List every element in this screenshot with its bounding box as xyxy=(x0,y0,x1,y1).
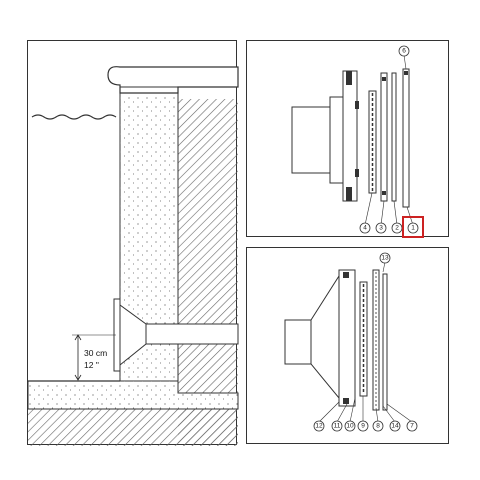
svg-text:2: 2 xyxy=(395,225,399,232)
exploded-view-bottom-panel: 13 12 11 10 9 8 14 7 xyxy=(246,247,449,444)
soil-hatch-right xyxy=(178,99,238,446)
callout-2: 2 xyxy=(391,222,403,234)
svg-text:13: 13 xyxy=(381,255,389,262)
pool-section-drawing: 30 cm 12 " xyxy=(27,66,239,446)
svg-text:8: 8 xyxy=(376,423,380,430)
svg-text:11: 11 xyxy=(334,423,341,430)
svg-text:3: 3 xyxy=(379,225,383,232)
svg-text:6: 6 xyxy=(402,48,406,55)
wall-pipe xyxy=(145,323,239,345)
cover-part-7 xyxy=(382,273,388,411)
gasket-part-2 xyxy=(391,72,397,202)
pool-section-panel: 30 cm 12 " xyxy=(27,40,239,446)
highlight-box xyxy=(402,216,424,238)
callout-4: 4 xyxy=(359,222,371,234)
callout-11: 11 xyxy=(331,420,343,432)
callout-3: 3 xyxy=(375,222,387,234)
callout-8: 8 xyxy=(372,420,384,432)
callout-10: 10 xyxy=(344,420,356,432)
svg-text:9: 9 xyxy=(361,423,365,430)
svg-text:4: 4 xyxy=(363,225,367,232)
exploded-view-bottom-drawing: 13 12 11 10 9 8 14 7 xyxy=(284,252,418,432)
cover-part-1 xyxy=(402,68,410,208)
exploded-view-top-panel: 6 4 3 2 1 xyxy=(246,40,449,238)
soil-hatch-bottom xyxy=(28,409,238,446)
callout-12: 12 xyxy=(313,420,325,432)
pipe-body xyxy=(291,106,333,174)
wall-fitting-cone xyxy=(119,304,147,367)
callout-1-highlighted[interactable]: 1 xyxy=(402,216,424,238)
pipe-body-bottom xyxy=(284,319,312,365)
plate-part-3 xyxy=(380,72,388,202)
svg-text:10: 10 xyxy=(346,423,354,430)
pool-coping xyxy=(107,66,239,94)
callout-6: 6 xyxy=(398,45,410,57)
dimension-metric: 30 cm xyxy=(84,348,107,358)
callout-13: 13 xyxy=(379,252,391,264)
gasket-part-4 xyxy=(368,90,377,194)
water-surface xyxy=(31,114,117,120)
svg-text:1: 1 xyxy=(411,225,415,232)
callout-14: 14 xyxy=(389,420,401,432)
flange-top xyxy=(342,70,358,202)
cone-body xyxy=(310,274,340,400)
svg-text:12: 12 xyxy=(315,423,323,430)
exploded-view-top-drawing: 6 4 3 2 1 xyxy=(291,45,424,238)
flange-bottom xyxy=(338,269,356,407)
svg-text:14: 14 xyxy=(391,423,399,430)
svg-text:7: 7 xyxy=(410,423,414,430)
callout-9: 9 xyxy=(357,420,369,432)
dimension-imperial: 12 " xyxy=(84,360,99,370)
callout-7: 7 xyxy=(406,420,418,432)
